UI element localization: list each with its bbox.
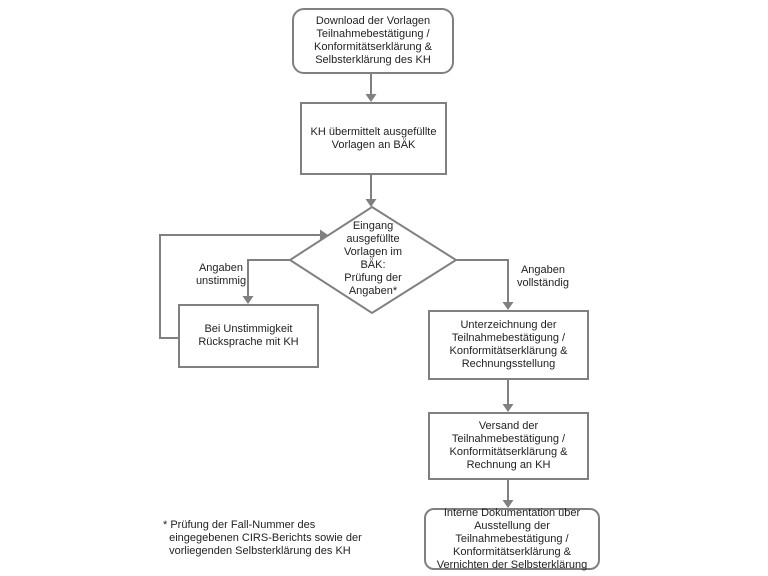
- edge-label-angaben-vollstaendig: Angaben vollständig: [517, 264, 569, 289]
- connector-uebermittelt-decision: [365, 175, 377, 207]
- connector-versand-dokumentation: [502, 480, 514, 508]
- edge-label-angaben-unstimmig: Angaben unstimmig: [195, 262, 247, 287]
- node-interne-dokumentation: Interne Dokumentation über Ausstellung d…: [424, 507, 600, 571]
- arrowhead-down-icon: [365, 94, 377, 102]
- connector-download-uebermittelt: [365, 74, 377, 102]
- arrowhead-down-icon: [502, 500, 514, 508]
- connector-unterzeichnung-versand: [502, 380, 514, 412]
- connector-ruecksprache-decision-feedback: [159, 229, 328, 339]
- connector-decision-unterzeichnung: [456, 259, 514, 310]
- arrowhead-down-icon: [365, 199, 377, 207]
- arrowhead-right-icon: [320, 229, 328, 241]
- node-kh-uebermittelt-vorlagen: KH übermittelt ausgefüllte Vorlagen an B…: [300, 102, 447, 175]
- arrowhead-down-icon: [502, 302, 514, 310]
- node-versand: Versand der Teilnahmebestätigung / Konfo…: [428, 412, 589, 480]
- node-unterzeichnung: Unterzeichnung der Teilnahmebestätigung …: [428, 310, 589, 380]
- arrowhead-down-icon: [242, 296, 254, 304]
- node-download-vorlagen: Download der Vorlagen Teilnahmebestätigu…: [292, 8, 454, 74]
- node-decision-pruefung-label: Eingang ausgefüllte Vorlagen im BÄK: Prü…: [343, 220, 403, 297]
- decision-diamond-shape: [288, 205, 458, 315]
- connector-decision-ruecksprache: [242, 259, 290, 304]
- footnote-pruefung-fall-nummer: * Prüfung der Fall-Nummer des eingegeben…: [163, 519, 362, 557]
- arrowhead-down-icon: [502, 404, 514, 412]
- node-ruecksprache-mit-kh: Bei Unstimmigkeit Rücksprache mit KH: [178, 304, 319, 368]
